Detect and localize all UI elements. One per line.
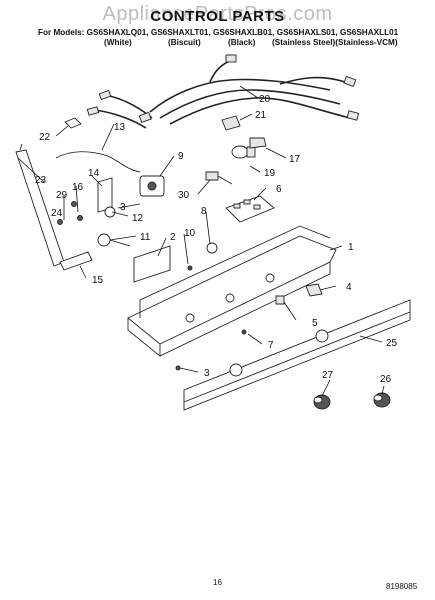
mounting-plate: [133, 245, 171, 283]
screw-lower: [175, 365, 181, 371]
callout-26: 26: [380, 374, 392, 385]
callout-1: 1: [348, 242, 354, 253]
fastener-29: [71, 201, 77, 207]
light-socket: [249, 137, 267, 149]
retainer-clip: [305, 283, 323, 297]
harness-clip: [221, 115, 241, 131]
callout-15: 15: [92, 275, 104, 286]
thermostat: [104, 206, 116, 218]
callout-14: 14: [88, 168, 100, 179]
callout-12: 12: [132, 213, 144, 224]
callout-5: 5: [312, 318, 318, 329]
callout-16: 16: [72, 182, 84, 193]
callout-29: 29: [56, 190, 68, 201]
callout-3-upper: 3: [120, 202, 126, 213]
callout-8: 8: [201, 206, 207, 217]
color-label-black: (Black): [228, 38, 256, 47]
page-title: CONTROL PARTS: [150, 8, 285, 25]
callout-4: 4: [346, 282, 352, 293]
wire-connector: [205, 171, 233, 185]
fastener-16: [77, 215, 83, 221]
control-housing: [127, 225, 337, 357]
screw: [187, 265, 193, 271]
document-number: 8198085: [386, 582, 418, 591]
color-label-stainless: (Stainless Steel)(Stainless-VCM): [272, 38, 398, 47]
watermark: AppliancePartsPros.com: [102, 3, 333, 25]
callout-20: 20: [259, 94, 271, 105]
callout-9: 9: [178, 151, 184, 162]
page-number: 16: [213, 578, 222, 587]
callout-27: 27: [322, 370, 334, 381]
housing-screw: [241, 329, 247, 335]
callout-7: 7: [268, 340, 274, 351]
mini-switch: [275, 295, 285, 305]
callout-24: 24: [51, 208, 63, 219]
callout-23: 23: [35, 175, 47, 186]
color-label-biscuit: (Biscuit): [168, 38, 201, 47]
callout-25: 25: [386, 338, 398, 349]
callout-17: 17: [289, 154, 301, 165]
damper-control: [139, 175, 165, 197]
wire-harness: [86, 54, 360, 129]
callout-22: 22: [39, 132, 51, 143]
callout-10: 10: [184, 228, 196, 239]
knob-26: [373, 392, 391, 408]
callout-19: 19: [264, 168, 276, 179]
control-shaft: [97, 233, 131, 247]
wire-bracket: [64, 117, 82, 129]
callout-30: 30: [178, 190, 190, 201]
callout-11: 11: [140, 232, 151, 243]
callout-13: 13: [114, 122, 126, 133]
callout-21: 21: [255, 110, 267, 121]
callout-3-lower: 3: [204, 368, 210, 379]
knob-27: [313, 394, 331, 410]
callout-2: 2: [170, 232, 176, 243]
front-panel: [183, 299, 411, 411]
callout-6: 6: [276, 184, 282, 195]
control-board: [225, 195, 275, 223]
color-label-white: (White): [104, 38, 132, 47]
leader-lines: [17, 85, 385, 397]
models-line: For Models: GS6SHAXLQ01, GS6SHAXLT01, GS…: [38, 28, 399, 37]
heater-bracket: [59, 251, 93, 271]
selector-knob: [206, 242, 218, 254]
fastener-24: [57, 219, 63, 225]
capillary-tube: [55, 151, 141, 173]
